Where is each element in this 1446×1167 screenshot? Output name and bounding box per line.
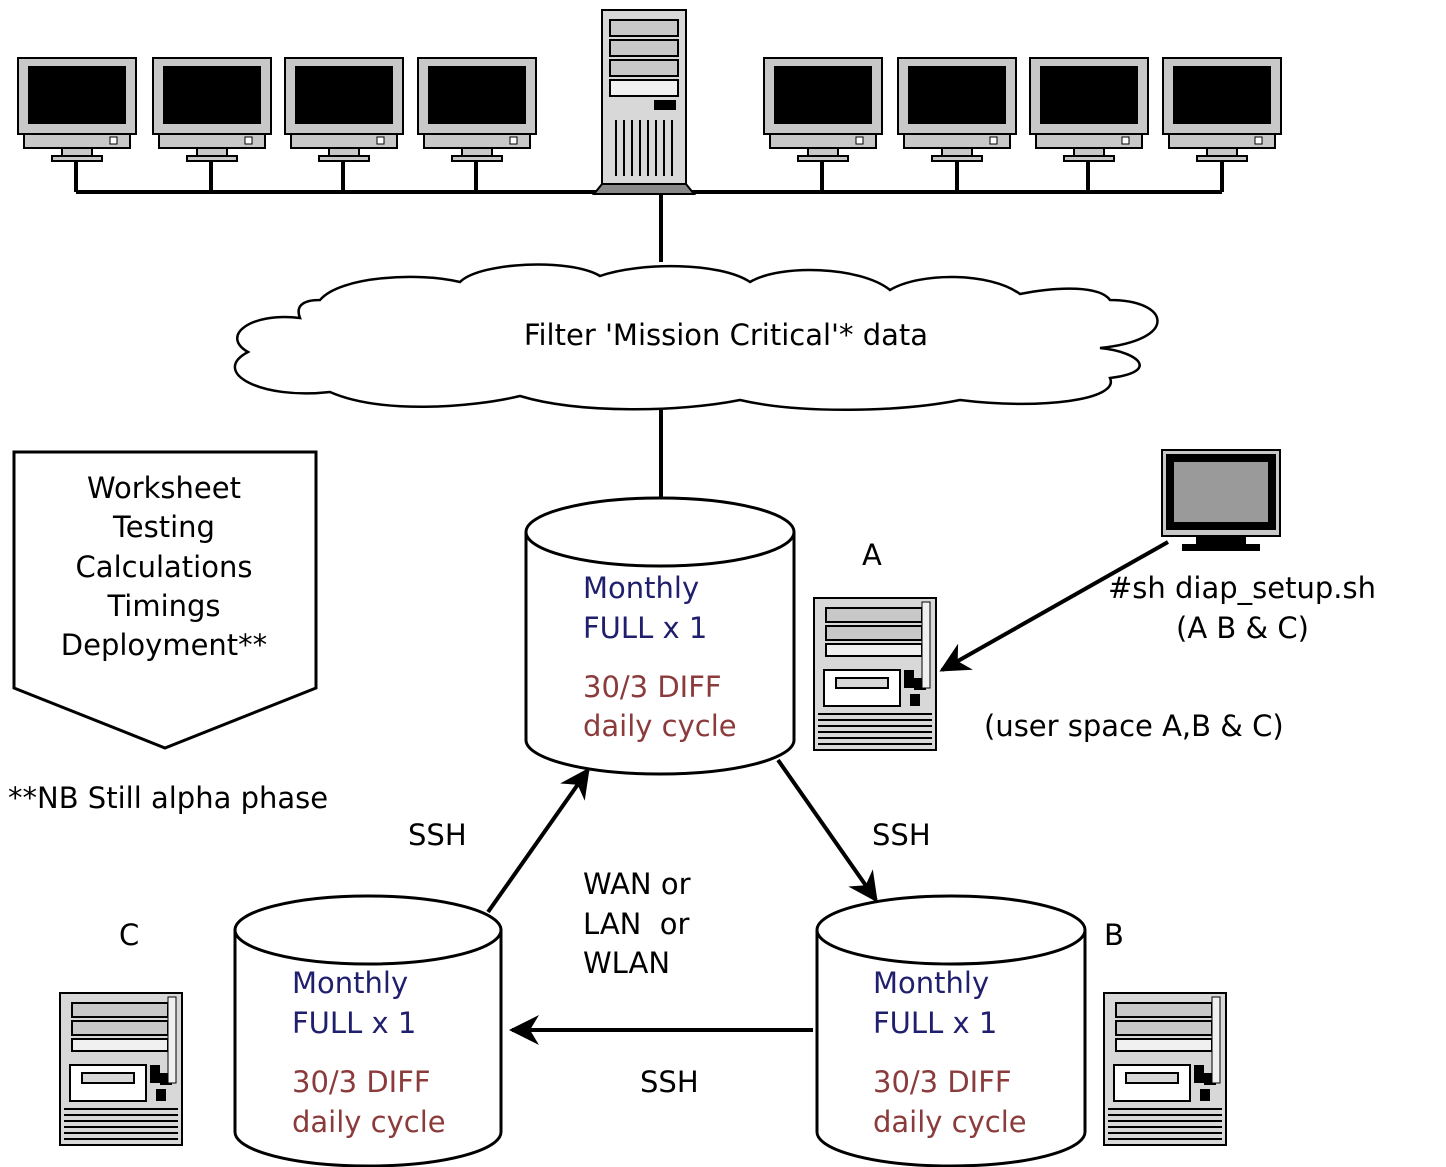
ssh-arrow-c-to-a bbox=[486, 767, 590, 914]
computer-c-icon bbox=[59, 992, 183, 1146]
workstation-monitor-icon bbox=[17, 57, 137, 162]
network-type-line1: WAN or bbox=[583, 867, 691, 901]
setup-command: #sh diap_setup.sh bbox=[1108, 571, 1376, 605]
cylinder-b-diff-line2: daily cycle bbox=[873, 1105, 1027, 1139]
cylinder-a-diff-line1: 30/3 DIFF bbox=[583, 670, 722, 704]
worksheet-pentagon: Worksheet Testing Calculations Timings D… bbox=[12, 450, 318, 750]
storage-cylinder-c: Monthly FULL x 1 30/3 DIFF daily cycle bbox=[233, 894, 503, 1167]
admin-monitor-icon bbox=[1161, 449, 1281, 551]
cloud-label: Filter 'Mission Critical'* data bbox=[524, 318, 928, 352]
workstation-monitor-icon bbox=[1162, 57, 1282, 162]
cylinder-a-diff-line2: daily cycle bbox=[583, 709, 737, 743]
node-label-c: C bbox=[119, 918, 139, 952]
ssh-label-b-c: SSH bbox=[640, 1065, 699, 1099]
ssh-label-a-b: SSH bbox=[872, 818, 931, 852]
storage-cylinder-a: Monthly FULL x 1 30/3 DIFF daily cycle bbox=[524, 496, 796, 776]
node-label-b: B bbox=[1104, 918, 1124, 952]
setup-targets: (A B & C) bbox=[1176, 611, 1309, 645]
workstation-monitor-icon bbox=[1029, 57, 1149, 162]
computer-b-icon bbox=[1103, 992, 1227, 1146]
ssh-label-c-a: SSH bbox=[408, 818, 467, 852]
cylinder-c-full-line1: Monthly bbox=[292, 966, 408, 1000]
setup-arrow bbox=[939, 540, 1169, 672]
workstation-monitor-icon bbox=[152, 57, 272, 162]
cylinder-b-full-line1: Monthly bbox=[873, 966, 989, 1000]
workstation-monitor-icon bbox=[763, 57, 883, 162]
pentagon-line-2: Testing bbox=[112, 510, 215, 544]
workstation-monitor-icon bbox=[284, 57, 404, 162]
computer-a-icon bbox=[813, 597, 937, 751]
ssh-arrow-a-to-b bbox=[776, 758, 878, 903]
cylinder-a-full-line1: Monthly bbox=[583, 571, 699, 605]
workstation-monitor-icon bbox=[417, 57, 537, 162]
cylinder-b-full-line2: FULL x 1 bbox=[873, 1006, 997, 1040]
cylinder-c-full-line2: FULL x 1 bbox=[292, 1006, 416, 1040]
pentagon-line-3: Calculations bbox=[76, 550, 253, 584]
server-tower-icon bbox=[591, 9, 697, 195]
workstation-monitor-icon bbox=[897, 57, 1017, 162]
pentagon-line-4: Timings bbox=[106, 589, 220, 623]
pentagon-line-1: Worksheet bbox=[87, 471, 241, 505]
cylinder-c-diff-line2: daily cycle bbox=[292, 1105, 446, 1139]
cylinder-a-full-line2: FULL x 1 bbox=[583, 611, 707, 645]
node-label-a: A bbox=[862, 538, 882, 572]
cylinder-b-diff-line1: 30/3 DIFF bbox=[873, 1065, 1012, 1099]
alpha-phase-note: **NB Still alpha phase bbox=[8, 781, 328, 815]
filter-cloud: Filter 'Mission Critical'* data bbox=[233, 263, 1159, 412]
pentagon-line-5: Deployment** bbox=[61, 628, 267, 662]
network-type-line2: LAN or bbox=[583, 907, 690, 941]
cylinder-c-diff-line1: 30/3 DIFF bbox=[292, 1065, 431, 1099]
connection-arrows bbox=[486, 540, 1169, 1045]
network-type-line3: WLAN bbox=[583, 946, 670, 980]
storage-cylinder-b: Monthly FULL x 1 30/3 DIFF daily cycle bbox=[815, 894, 1087, 1167]
user-space-label: (user space A,B & C) bbox=[984, 709, 1284, 743]
